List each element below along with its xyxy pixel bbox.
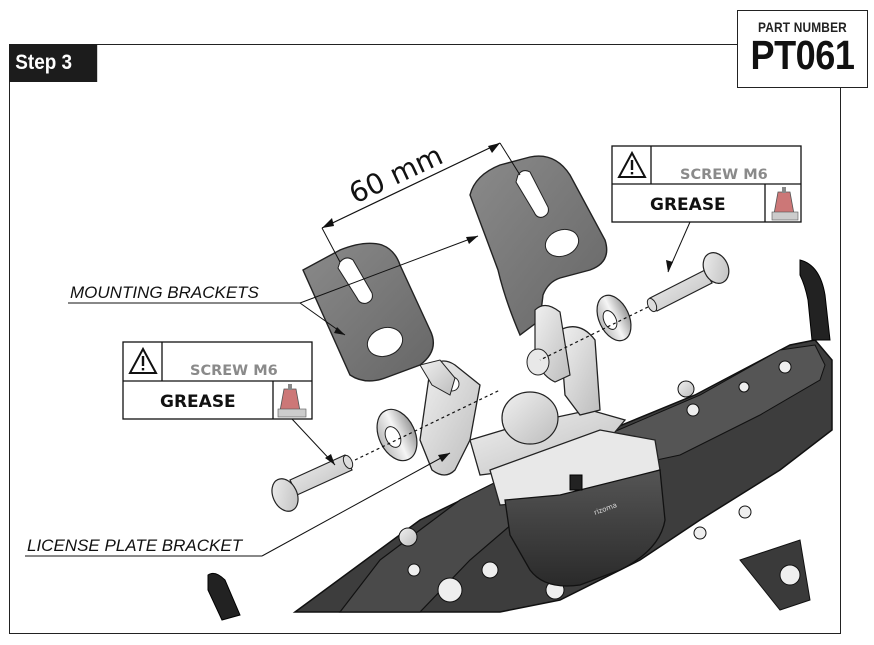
screw-spec-text: SCREW M6 <box>190 363 278 379</box>
step-frame <box>9 44 841 634</box>
screw-left <box>271 454 354 512</box>
grease-tube-icon <box>277 384 307 418</box>
license-plate-bracket: rizoma <box>419 326 666 587</box>
warning-box-right: SCREW M6 GREASE <box>611 145 802 273</box>
warning-icon <box>617 150 647 178</box>
axis-line-right <box>539 306 649 361</box>
step-label: Step 3 <box>9 44 98 82</box>
dimension-text: 60 mm <box>344 139 448 211</box>
warning-icon <box>128 346 158 374</box>
mounting-brackets-label: MOUNTING BRACKETS <box>70 283 260 302</box>
part-number-label: PART NUMBER <box>758 19 847 35</box>
screw-spec-text: SCREW M6 <box>680 167 768 183</box>
license-plate-bracket-label: LICENSE PLATE BRACKET <box>27 536 244 555</box>
grease-text: GREASE <box>650 195 726 215</box>
spacer-right <box>596 294 632 342</box>
callout-license-plate-bracket: LICENSE PLATE BRACKET <box>25 452 451 557</box>
callout-mounting-brackets: MOUNTING BRACKETS <box>68 235 479 336</box>
grease-tube-icon <box>771 187 799 221</box>
axis-line-left <box>354 389 501 461</box>
part-number-value: PT061 <box>750 32 855 78</box>
part-number-box: PART NUMBER PT061 <box>737 10 868 88</box>
warning-box-left: SCREW M6 GREASE <box>122 341 336 466</box>
mounting-bracket-right <box>469 155 608 383</box>
mounting-bracket-left <box>302 242 456 396</box>
grease-text: GREASE <box>160 392 236 412</box>
screw-right <box>646 252 730 313</box>
spacer-left <box>376 408 418 462</box>
